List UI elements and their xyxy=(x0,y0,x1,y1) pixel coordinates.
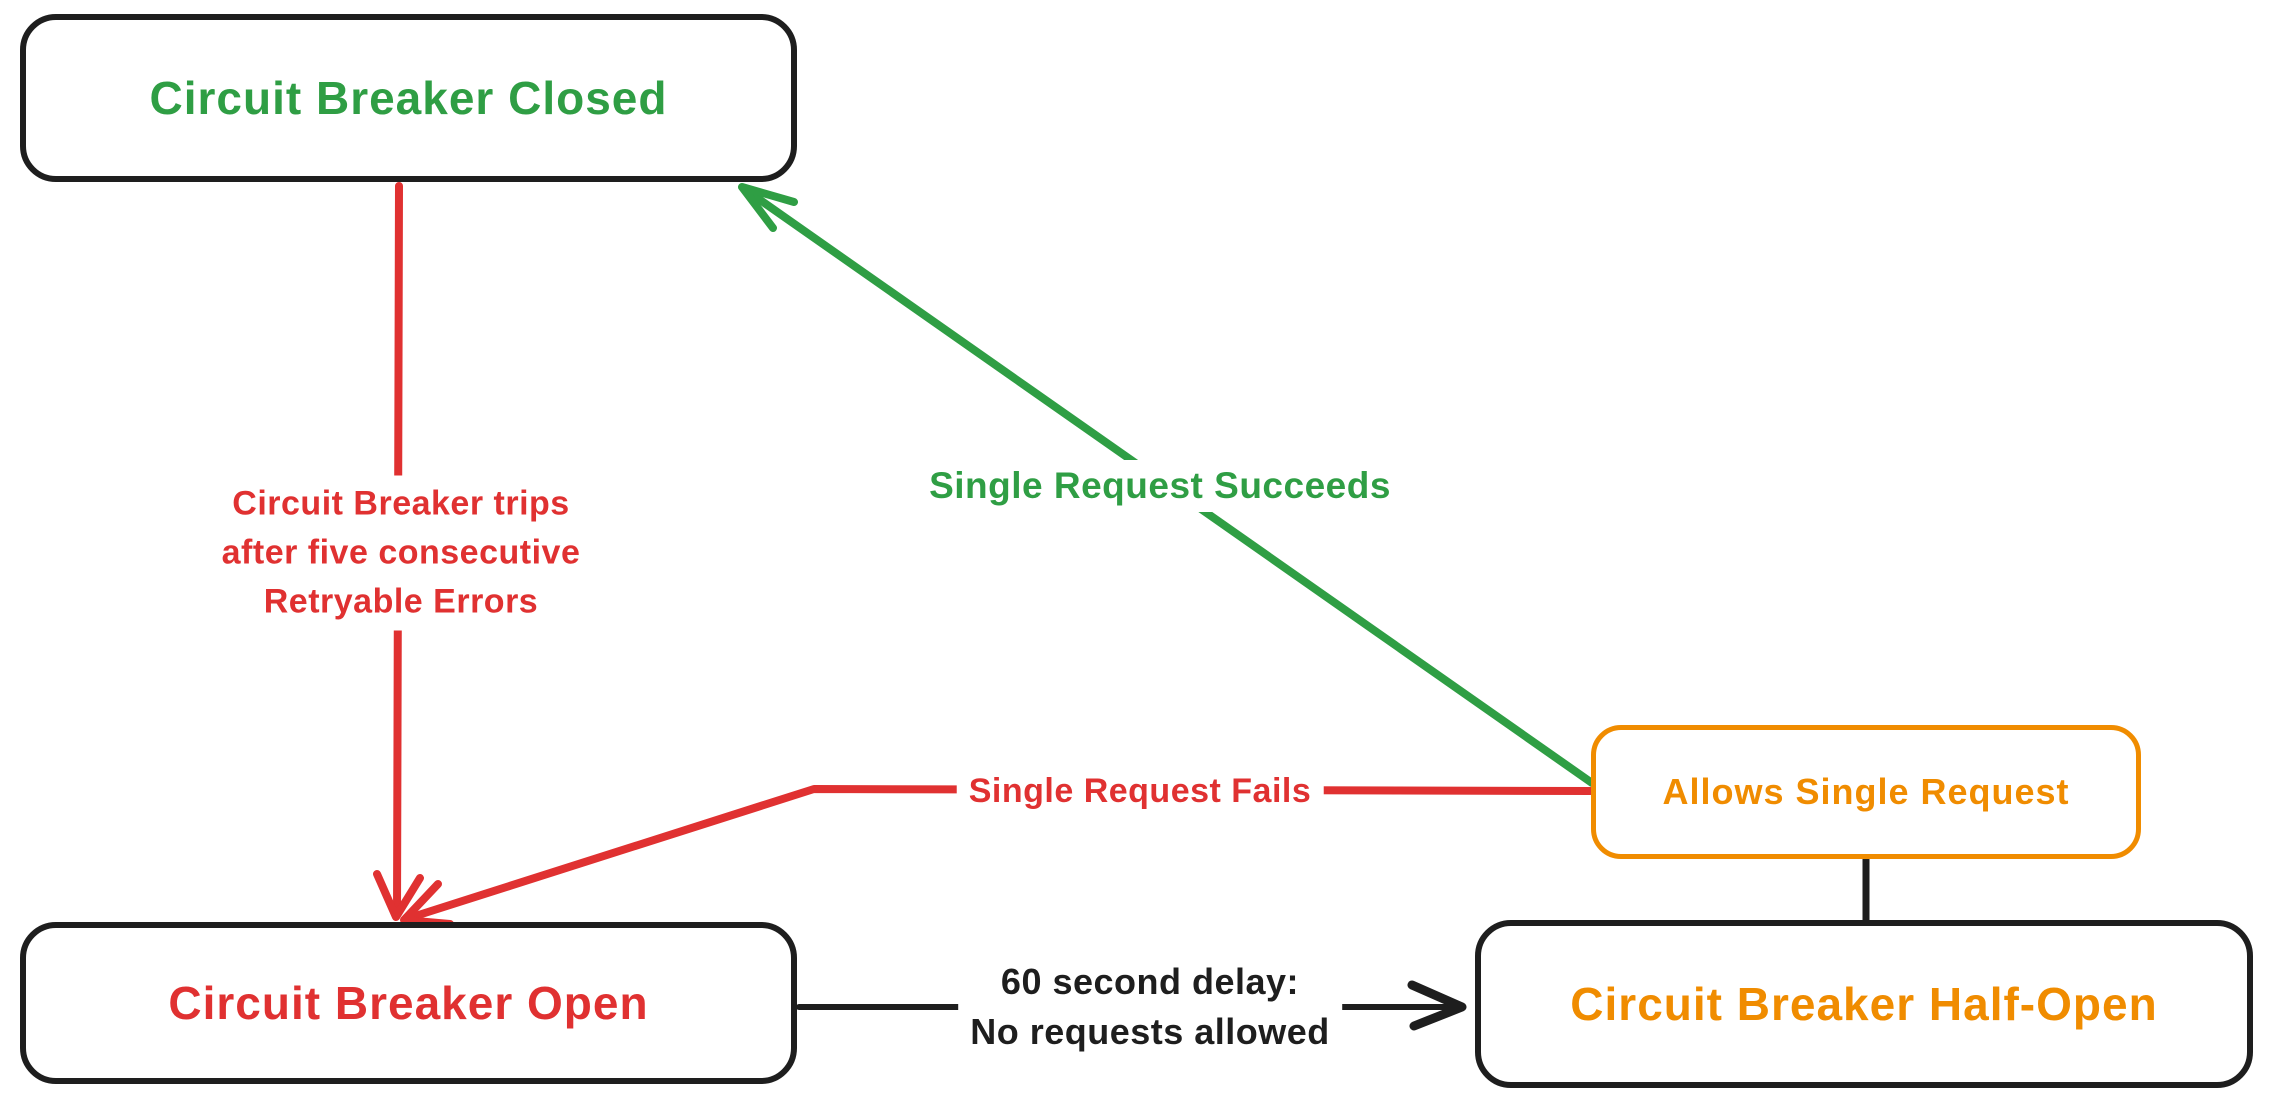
edge-label-delay: 60 second delay: No requests allowed xyxy=(958,953,1342,1061)
edge-label-trips: Circuit Breaker trips after five consecu… xyxy=(209,475,593,631)
node-allows-single-request: Allows Single Request xyxy=(1591,725,2141,859)
edge-label-delay-line1: 60 second delay: xyxy=(1000,961,1300,1002)
edge-fails-line xyxy=(402,785,1596,923)
edge-label-trips-line1: Circuit Breaker trips xyxy=(232,484,570,523)
node-circuit-breaker-half-open-label: Circuit Breaker Half-Open xyxy=(1570,978,2158,1030)
edge-trips-arrowhead-icon xyxy=(373,870,424,921)
edge-label-trips-line3: Retryable Errors xyxy=(263,582,539,621)
edge-delay-arrowhead-icon xyxy=(1407,980,1467,1031)
edge-label-delay-line2: No requests allowed xyxy=(970,1011,1330,1052)
node-circuit-breaker-closed: Circuit Breaker Closed xyxy=(20,14,797,182)
edge-succeeds-arrowhead-icon xyxy=(738,183,798,232)
node-circuit-breaker-half-open: Circuit Breaker Half-Open xyxy=(1475,920,2253,1088)
edge-label-fails: Single Request Fails xyxy=(956,766,1324,816)
node-circuit-breaker-closed-label: Circuit Breaker Closed xyxy=(149,72,668,124)
node-allows-single-request-label: Allows Single Request xyxy=(1662,771,2070,812)
edge-label-succeeds: Single Request Succeeds xyxy=(917,460,1403,512)
edge-label-trips-line2: after five consecutive xyxy=(221,533,581,572)
node-circuit-breaker-open: Circuit Breaker Open xyxy=(20,922,797,1084)
node-circuit-breaker-open-label: Circuit Breaker Open xyxy=(168,977,649,1029)
